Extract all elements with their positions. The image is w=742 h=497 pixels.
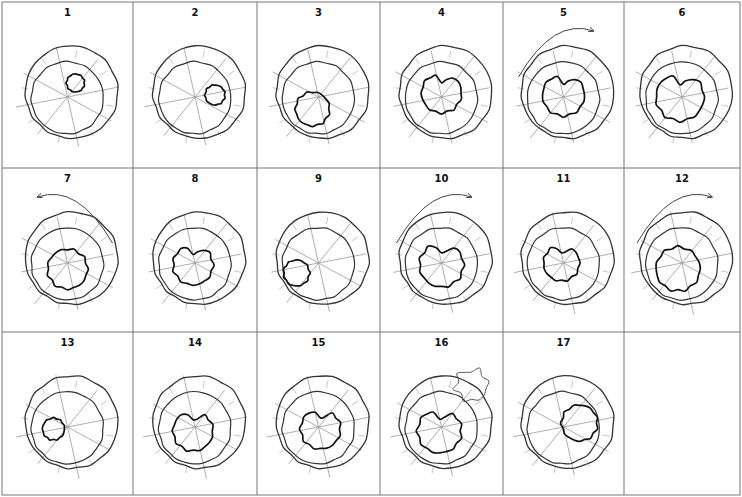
panel-number: 10 — [380, 172, 503, 185]
panel-number: 14 — [133, 336, 257, 349]
panel-number: 7 — [2, 172, 133, 185]
panel-cell: 8 — [133, 168, 257, 332]
heart-sketch — [21, 194, 118, 309]
heart-sketch — [269, 45, 369, 144]
panel-cell: 1 — [2, 2, 133, 168]
heart-sketch — [390, 368, 493, 477]
panel-number: 5 — [503, 6, 624, 19]
heart-sketch — [149, 212, 246, 311]
heart-sketch — [145, 46, 246, 146]
panel-cell: 6 — [624, 2, 740, 168]
heart-sketch — [143, 376, 247, 479]
panel-cell: 12 — [624, 168, 740, 332]
panel-cell: 16 — [380, 332, 503, 495]
panel-cell: 11 — [503, 168, 624, 332]
panel-cell: 5 — [503, 2, 624, 168]
heart-sketch — [16, 46, 119, 147]
panel-number: 4 — [380, 6, 503, 19]
panel-cell: 17 — [503, 332, 624, 495]
heart-sketch — [393, 194, 492, 312]
panel-number: 2 — [133, 6, 257, 19]
panel-cell: 4 — [380, 2, 503, 168]
panel-number: 15 — [257, 336, 380, 349]
heart-sketch — [513, 376, 614, 476]
panel-number: 3 — [257, 6, 380, 19]
heart-sketch — [393, 45, 491, 143]
heart-sketch — [631, 194, 732, 314]
heart-sketch — [267, 376, 371, 478]
panel-number: 13 — [2, 336, 133, 349]
panel-number: 9 — [257, 172, 380, 185]
panel-cell: 15 — [257, 332, 380, 495]
panel-cell: 13 — [2, 332, 133, 495]
panel-cell: 3 — [257, 2, 380, 168]
panel-number: 17 — [503, 336, 624, 349]
panel-cell: 7 — [2, 168, 133, 332]
panel-cell: 10 — [380, 168, 503, 332]
panel-number: 12 — [624, 172, 740, 185]
heart-sketch — [514, 212, 614, 314]
panel-cell: 2 — [133, 2, 257, 168]
panel-number: 1 — [2, 6, 133, 19]
heart-sketch — [516, 28, 613, 143]
panel-cell: 14 — [133, 332, 257, 495]
panel-number: 8 — [133, 172, 257, 185]
heart-sketch — [16, 375, 119, 478]
panel-number: 16 — [380, 336, 503, 349]
heart-sketch — [636, 45, 733, 143]
panel-number: 11 — [503, 172, 624, 185]
panel-number: 6 — [624, 6, 740, 19]
heart-sketch — [271, 212, 369, 312]
panel-cell: 9 — [257, 168, 380, 332]
